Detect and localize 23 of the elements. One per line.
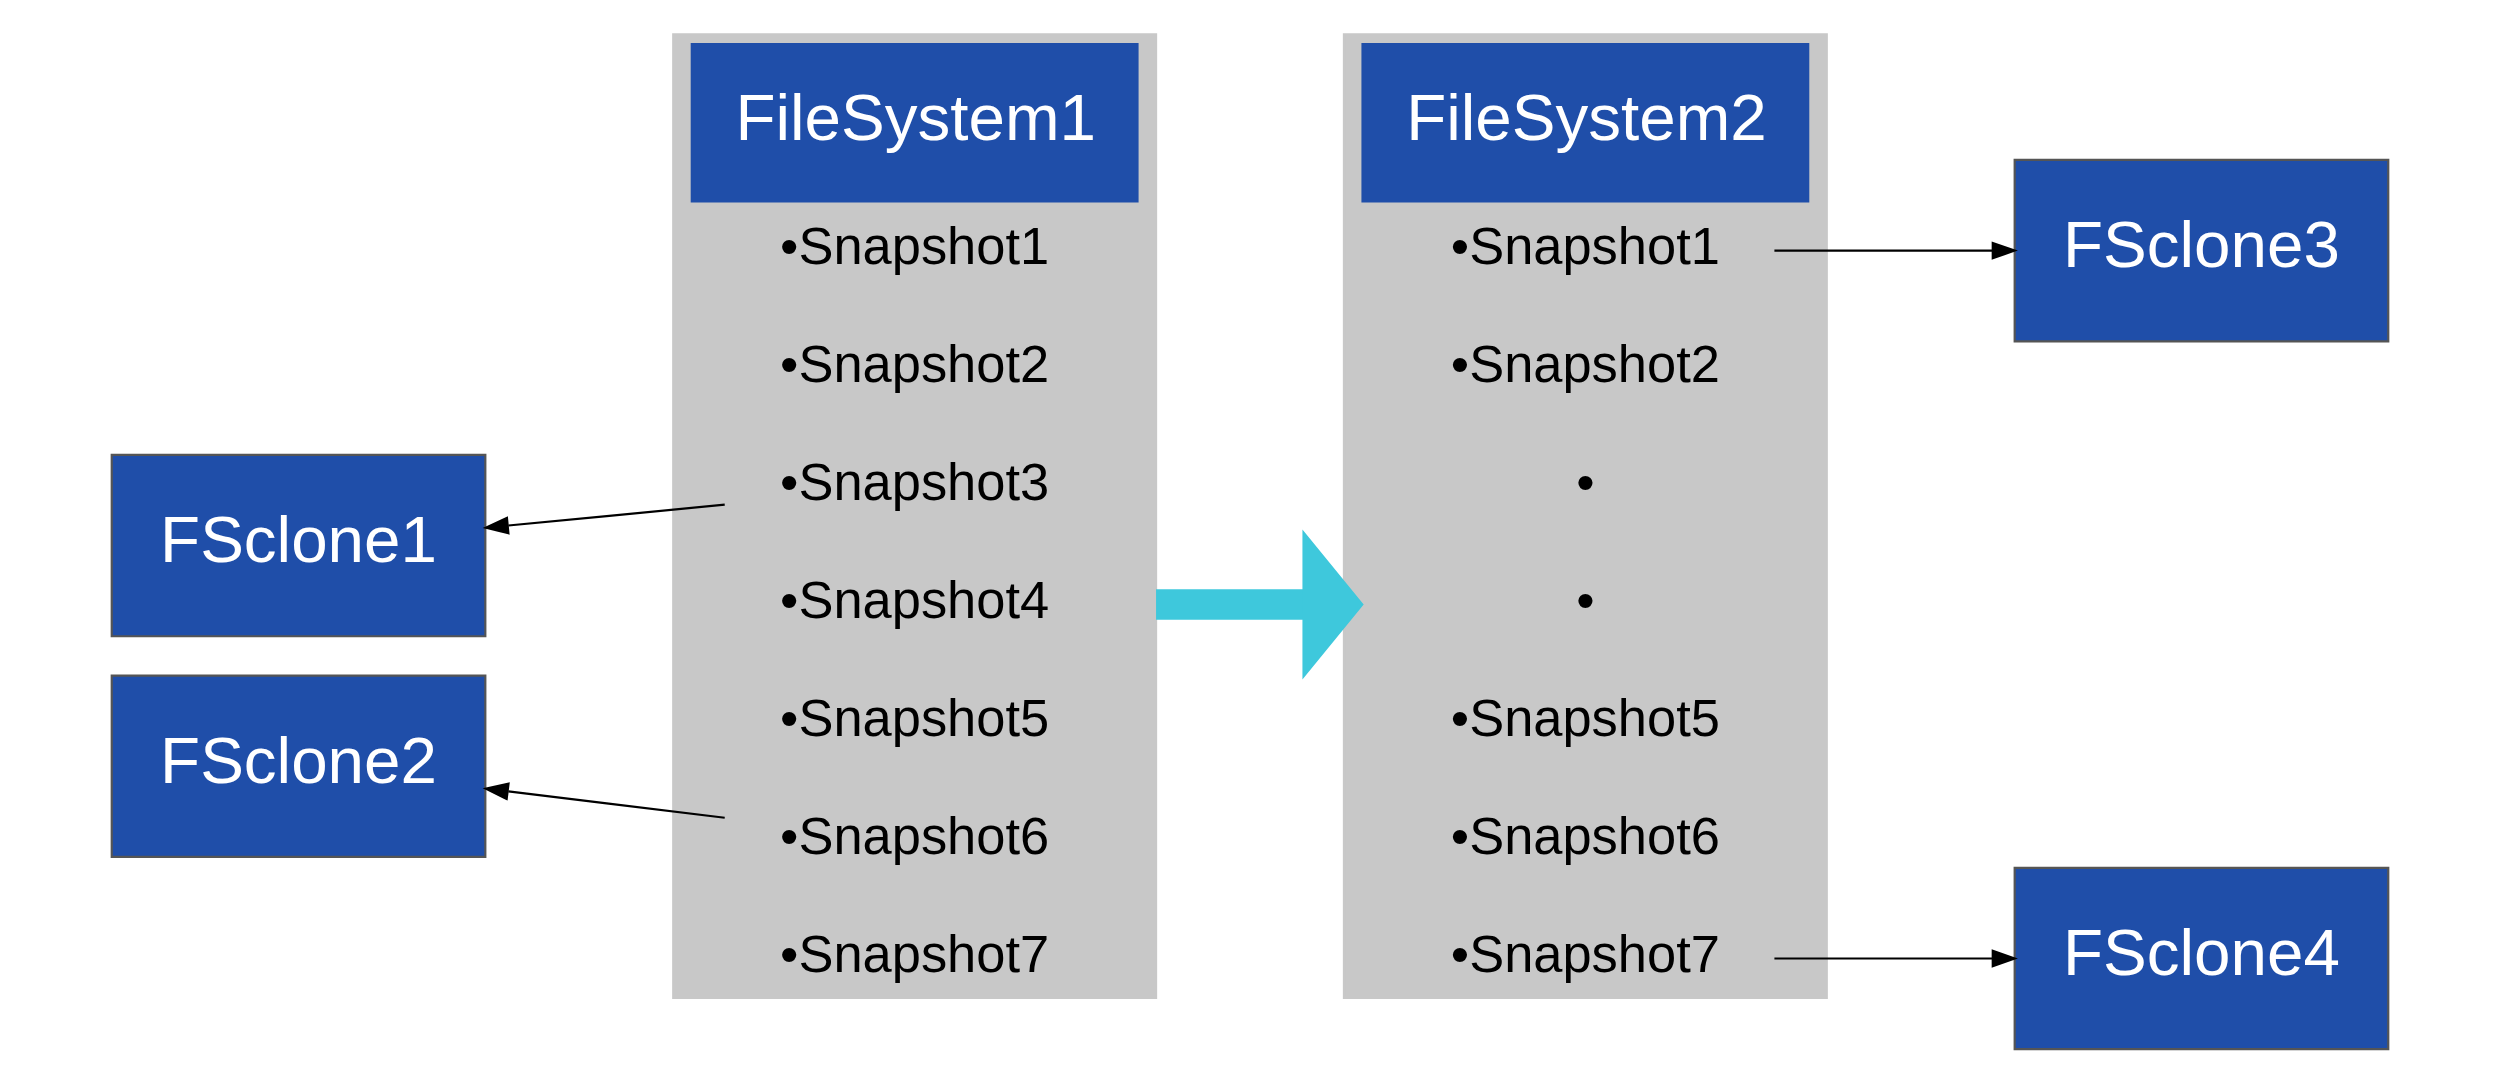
node-box: FSclone1 xyxy=(110,453,487,638)
arrow xyxy=(482,503,725,535)
node-text: •Snapshot6 xyxy=(1450,807,1720,866)
node-text: •Snapshot2 xyxy=(780,335,1050,394)
node-text: •Snapshot7 xyxy=(1450,925,1720,984)
node-text: •Snapshot4 xyxy=(780,571,1050,630)
node-text: •Snapshot1 xyxy=(780,217,1050,276)
node-text: •Snapshot5 xyxy=(1450,689,1720,748)
node-text: • xyxy=(1576,453,1595,512)
node-box: FSclone4 xyxy=(2013,866,2390,1051)
node-text: •Snapshot7 xyxy=(780,925,1050,984)
arrow xyxy=(1774,949,2018,968)
node-text: •Snapshot1 xyxy=(1450,217,1720,276)
node-text: •Snapshot6 xyxy=(780,807,1050,866)
node-text: •Snapshot5 xyxy=(780,689,1050,748)
node-text: •Snapshot3 xyxy=(780,453,1050,512)
node-text: • xyxy=(1576,571,1595,630)
arrow xyxy=(1156,529,1364,680)
arrow xyxy=(482,782,725,819)
node-text: •Snapshot2 xyxy=(1450,335,1720,394)
arrow xyxy=(1774,241,2018,260)
node-box: FSclone2 xyxy=(110,674,487,858)
node-box: FSclone3 xyxy=(2013,158,2390,343)
